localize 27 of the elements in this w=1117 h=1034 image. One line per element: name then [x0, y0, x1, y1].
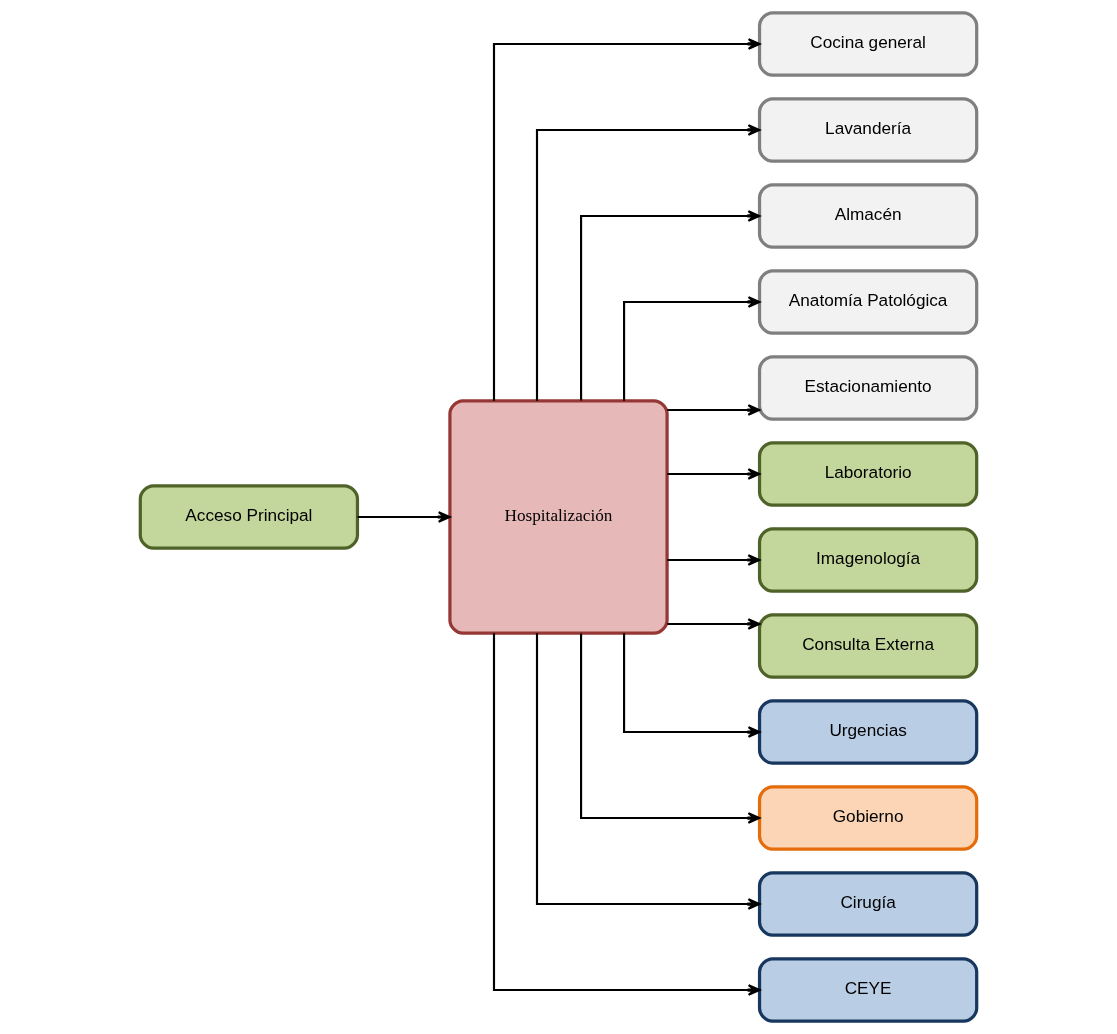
node-box: Cirugía: [757, 871, 979, 937]
arrow: [667, 468, 761, 480]
node-box: Estacionamiento: [757, 355, 979, 421]
arrow: [535, 124, 761, 401]
arrow: [667, 618, 761, 630]
arrow: [623, 296, 761, 401]
node-box: Cocina general: [757, 11, 979, 77]
node-box: Gobierno: [757, 785, 979, 851]
node-box: CEYE: [757, 957, 979, 1023]
arrow: [580, 633, 761, 824]
node-box: Laboratorio: [757, 441, 979, 507]
arrow: [492, 38, 761, 401]
node-box: Anatomía Patológica: [757, 269, 979, 335]
arrow: [357, 511, 451, 523]
arrow: [623, 633, 761, 738]
node-box: Urgencias: [757, 699, 979, 765]
node-box: Acceso Principal: [138, 484, 360, 550]
arrow: [667, 404, 761, 416]
arrow: [535, 633, 761, 910]
node-box: Hospitalización: [448, 399, 669, 635]
arrow: [580, 210, 761, 401]
arrow: [667, 554, 761, 566]
node-box: Almacén: [757, 183, 979, 249]
arrow: [492, 633, 761, 996]
node-box: Consulta Externa: [757, 613, 979, 679]
node-box: Lavandería: [757, 97, 979, 163]
node-box: Imagenología: [757, 527, 979, 593]
